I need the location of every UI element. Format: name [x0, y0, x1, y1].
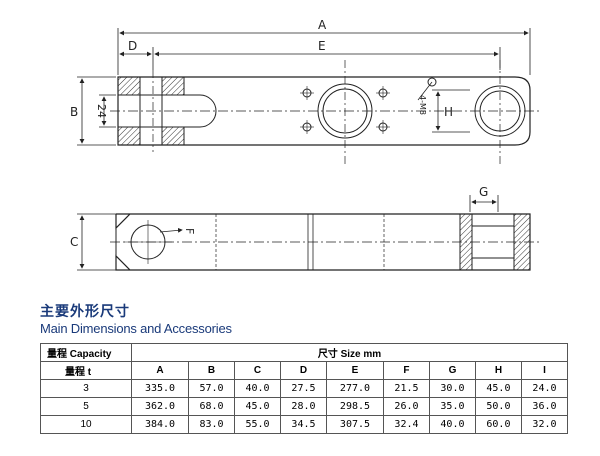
value-cell: 277.0	[325, 379, 384, 398]
value-cell: 35.0	[428, 397, 476, 416]
dimensions-table: 量程 Capacity 尺寸 Size mm 量程 t A B C D E F …	[40, 343, 569, 434]
capacity-cell: 10	[40, 415, 132, 434]
value-cell: 362.0	[130, 397, 190, 416]
title-chinese: 主要外形尺寸	[40, 304, 130, 320]
bolt-holes	[300, 86, 390, 134]
value-cell: 384.0	[130, 415, 190, 434]
dim-label-c: C	[70, 235, 78, 249]
value-cell: 45.0	[474, 379, 522, 398]
value-cell: 26.0	[382, 397, 430, 416]
column-header: F	[382, 361, 430, 380]
value-cell: 24.0	[520, 379, 569, 398]
value-cell: 45.0	[234, 397, 281, 416]
dim-label-a: A	[318, 18, 327, 32]
column-header: B	[188, 361, 235, 380]
top-jaw-hatch-3	[117, 126, 141, 146]
top-jaw-hatch-4	[161, 126, 185, 146]
value-cell: 298.5	[325, 397, 384, 416]
table-row: 5 362.0 68.0 45.0 28.0 298.5 26.0 35.0 5…	[40, 397, 569, 416]
center-bore	[317, 83, 373, 139]
size-header: 尺寸 Size mm	[131, 343, 568, 362]
dim-label-h: H	[444, 105, 453, 119]
dim-label-e: E	[318, 39, 326, 53]
column-header: C	[234, 361, 281, 380]
dim-label-g: G	[479, 185, 488, 199]
dim-label-d: D	[128, 39, 137, 53]
side-hatch-1	[459, 213, 473, 271]
column-header: E	[325, 361, 384, 380]
top-view	[110, 60, 540, 165]
title-english: Main Dimensions and Accessories	[40, 321, 232, 336]
dimension-lines	[77, 28, 531, 271]
unit-label: 量程 t	[40, 361, 132, 380]
top-jaw-hatch-2	[161, 76, 185, 96]
dim-label-24: 24	[95, 104, 108, 118]
value-cell: 60.0	[474, 415, 522, 434]
side-hatch-2	[513, 213, 531, 271]
value-cell: 32.4	[382, 415, 430, 434]
table-columns-row: 量程 t A B C D E F G H I	[40, 361, 569, 380]
column-header: G	[428, 361, 476, 380]
value-cell: 50.0	[474, 397, 522, 416]
value-cell: 30.0	[428, 379, 476, 398]
value-cell: 27.5	[279, 379, 327, 398]
column-header: D	[279, 361, 327, 380]
value-cell: 57.0	[188, 379, 235, 398]
value-cell: 83.0	[188, 415, 235, 434]
table-header-row: 量程 Capacity 尺寸 Size mm	[40, 343, 568, 362]
side-view	[110, 213, 540, 271]
column-header: A	[130, 361, 190, 380]
value-cell: 40.0	[234, 379, 281, 398]
value-cell: 34.5	[279, 415, 327, 434]
value-cell: 36.0	[520, 397, 569, 416]
value-cell: 40.0	[428, 415, 476, 434]
capacity-header: 量程 Capacity	[40, 343, 132, 362]
value-cell: 21.5	[382, 379, 430, 398]
dim-label-f: F	[183, 228, 196, 234]
capacity-cell: 5	[40, 397, 132, 416]
value-cell: 55.0	[234, 415, 281, 434]
table-row: 3 335.0 57.0 40.0 27.5 277.0 21.5 30.0 4…	[40, 379, 569, 398]
right-eye	[474, 85, 526, 137]
value-cell: 335.0	[130, 379, 190, 398]
value-cell: 28.0	[279, 397, 327, 416]
thread-label: 4-M8	[418, 95, 427, 115]
column-header: H	[474, 361, 522, 380]
top-jaw-hatch-1	[117, 76, 141, 96]
value-cell: 68.0	[188, 397, 235, 416]
column-header: I	[520, 361, 569, 380]
technical-drawing: A D E B H C G 24 4-M8 F	[70, 18, 540, 271]
value-cell: 307.5	[325, 415, 384, 434]
value-cell: 32.0	[520, 415, 569, 434]
capacity-cell: 3	[40, 379, 132, 398]
slot	[118, 94, 217, 128]
table-row: 10 384.0 83.0 55.0 34.5 307.5 32.4 40.0 …	[40, 415, 569, 434]
dim-label-b: B	[70, 105, 78, 119]
